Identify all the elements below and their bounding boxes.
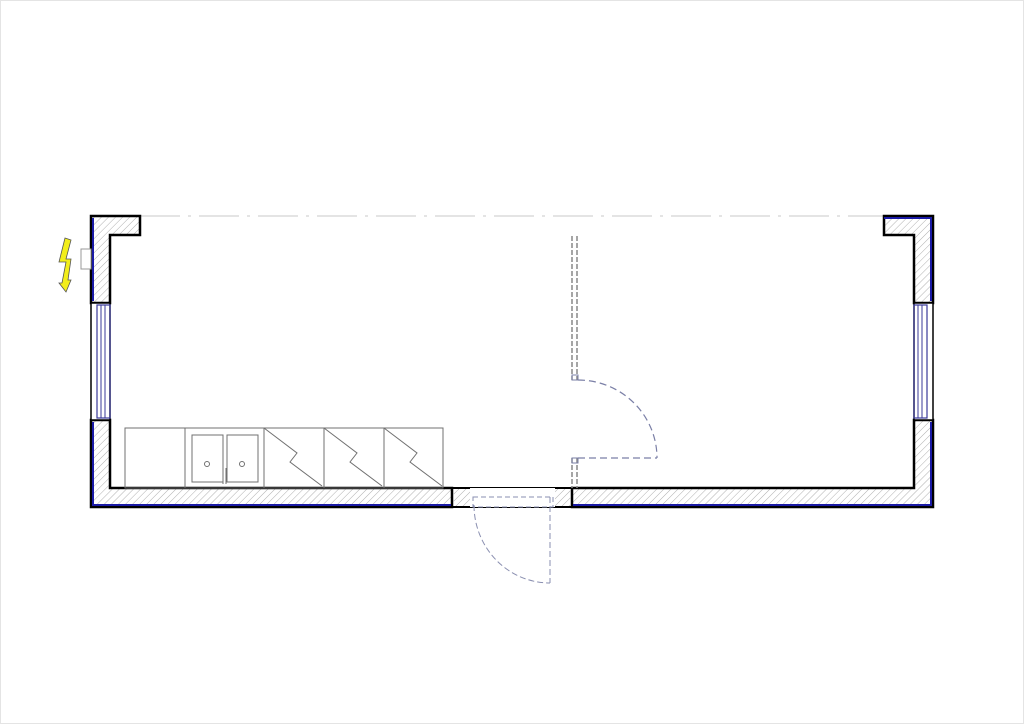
electric-symbol-icon bbox=[58, 237, 92, 293]
right-wall-lower bbox=[570, 418, 935, 509]
window-left bbox=[90, 302, 111, 421]
sink-icon bbox=[184, 427, 265, 489]
interior-partition bbox=[571, 236, 579, 488]
window-right bbox=[913, 302, 934, 421]
right-wall bbox=[882, 214, 935, 305]
left-wall bbox=[89, 214, 142, 305]
stove-icon bbox=[383, 427, 444, 489]
exterior-edge bbox=[92, 217, 932, 506]
cabinet bbox=[124, 427, 186, 489]
stove-icon bbox=[263, 427, 325, 489]
left-wall-lower bbox=[89, 418, 454, 509]
stove-icon bbox=[323, 427, 385, 489]
entrance-door bbox=[451, 487, 573, 584]
interior-door-swing bbox=[577, 379, 658, 459]
kitchen-counter bbox=[124, 427, 444, 489]
